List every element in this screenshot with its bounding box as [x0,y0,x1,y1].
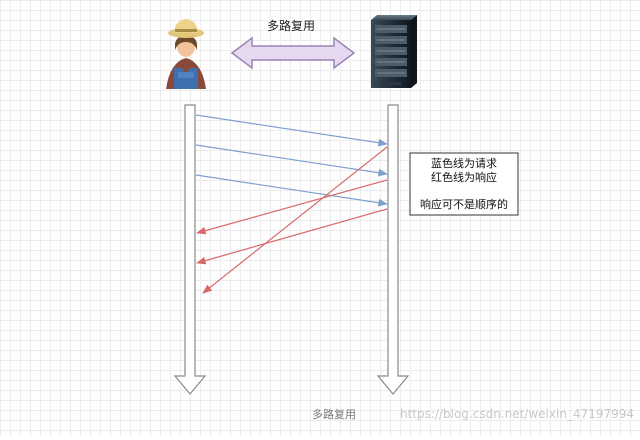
diagram-title: 多路复用 [267,18,315,33]
response-arrow-2 [196,208,388,265]
server-lifeline [376,104,410,395]
legend-order-text: 响应可不是顺序的 [420,197,508,211]
bidirectional-arrow [230,36,356,70]
request-arrow-1 [195,114,388,147]
client-lifeline [173,104,207,395]
response-arrow-3 [202,146,388,294]
response-arrow-1 [196,179,388,235]
watermark-text: https://blog.csdn.net/weixin_47197994 [400,407,634,421]
diagram-caption: 多路复用 [312,407,356,421]
request-arrow-3 [195,174,388,207]
farmer-user-icon [166,19,206,89]
request-arrow-2 [195,144,388,177]
legend-box: 蓝色线为请求 红色线为响应 响应可不是顺序的 [409,152,519,216]
server-rack-icon [371,15,417,88]
legend-request-text: 蓝色线为请求 [431,156,497,170]
legend-response-text: 红色线为响应 [431,170,497,184]
